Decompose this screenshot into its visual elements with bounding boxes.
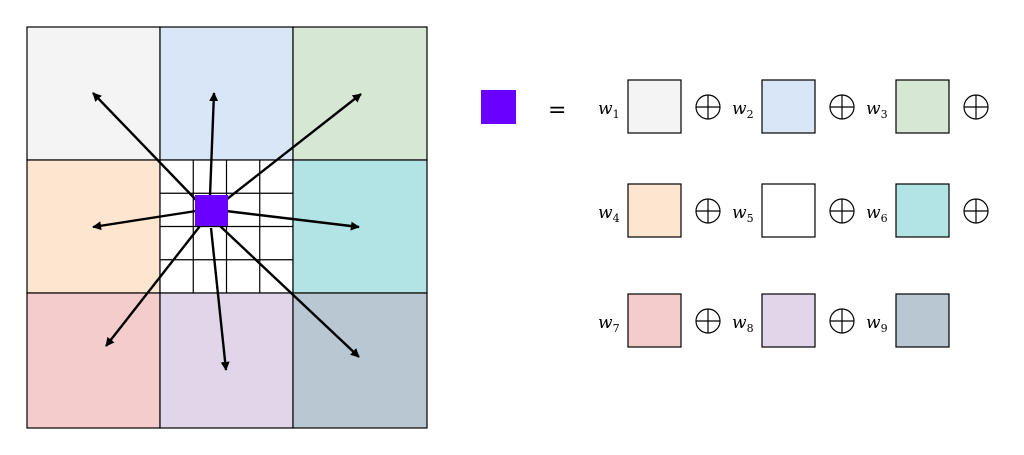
- arrow-to-region-4: [92, 209, 197, 231]
- region-swatch-8: [761, 293, 816, 348]
- direction-arrows: [92, 92, 362, 371]
- aggregate-plus-icon: [695, 94, 721, 120]
- arrow-to-region-9: [219, 225, 360, 358]
- weight-label-1: w1: [598, 99, 620, 121]
- region-cell-6: [292, 159, 428, 294]
- weight-label-9: w9: [866, 313, 888, 335]
- region-swatch-6: [895, 183, 950, 238]
- weight-label-2: w2: [732, 99, 754, 121]
- aggregate-plus-icon: [695, 308, 721, 334]
- aggregate-plus-icon: [963, 94, 989, 120]
- region-swatch-7: [627, 293, 682, 348]
- weighted-sum-terms: w1 w2 w3 w4 w5 w6 w7 w8 w9: [598, 79, 989, 348]
- center-pixel-grid: [160, 160, 293, 293]
- center-pixel: [195, 195, 228, 226]
- aggregate-plus-icon: [829, 198, 855, 224]
- arrow-to-region-7: [105, 225, 201, 347]
- arrow-to-region-3: [221, 93, 362, 204]
- region-swatch-5: [761, 183, 816, 238]
- equals-sign: =: [548, 98, 566, 123]
- region-grid: [26, 26, 428, 429]
- region-swatch-2: [761, 79, 816, 134]
- weight-label-6: w6: [866, 203, 888, 225]
- weight-label-5: w5: [732, 203, 754, 225]
- region-swatch-4: [627, 183, 682, 238]
- arrow-to-region-6: [225, 209, 360, 231]
- weight-label-7: w7: [598, 313, 620, 335]
- arrow-to-region-1: [92, 92, 200, 204]
- aggregate-plus-icon: [829, 94, 855, 120]
- region-swatch-3: [895, 79, 950, 134]
- region-swatch-9: [895, 293, 950, 348]
- region-swatch-1: [627, 79, 682, 134]
- arrow-to-region-2: [208, 92, 219, 197]
- region-cell-2: [159, 26, 294, 161]
- aggregate-plus-icon: [829, 308, 855, 334]
- weight-label-8: w8: [732, 313, 754, 335]
- weight-label-4: w4: [598, 203, 620, 225]
- arrow-to-region-8: [209, 227, 230, 371]
- result-pixel: [481, 90, 516, 124]
- weight-label-3: w3: [866, 99, 888, 121]
- aggregate-plus-icon: [695, 198, 721, 224]
- region-cell-8: [159, 292, 294, 429]
- aggregate-plus-icon: [963, 198, 989, 224]
- region-cell-7: [26, 292, 161, 429]
